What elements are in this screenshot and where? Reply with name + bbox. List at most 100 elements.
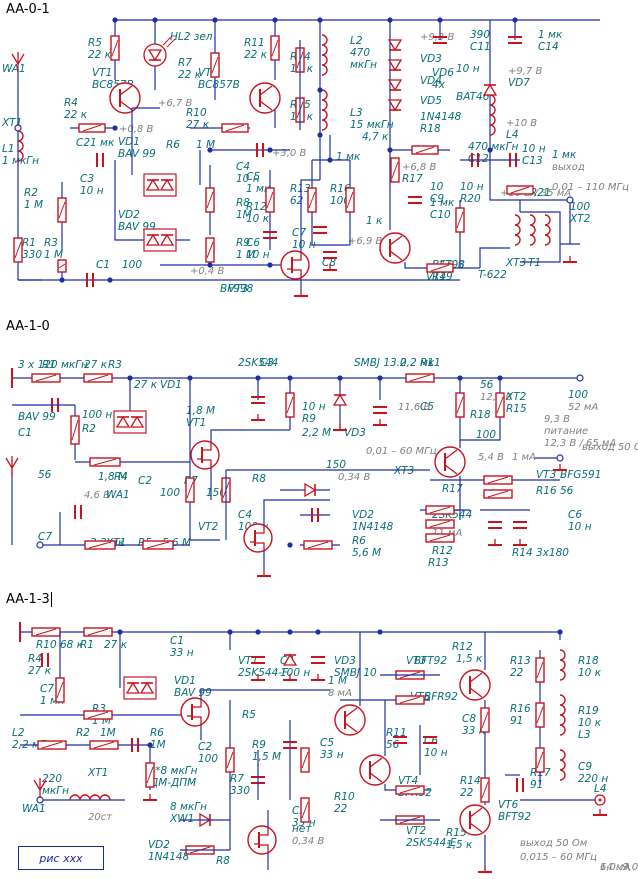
label-ref: R4 <box>28 653 42 665</box>
resistor-stroke <box>225 124 245 132</box>
label-val: 100 <box>198 753 218 765</box>
section-title-aa-1-0: AA-1-0 <box>6 319 50 334</box>
label-val: 33 н <box>170 647 194 659</box>
label-val: SMBJ 13.0 <box>354 357 407 369</box>
wire <box>263 499 330 525</box>
resistor-stroke <box>56 681 64 699</box>
label-val: 22 <box>334 803 348 815</box>
label-ref: R7 <box>230 773 244 785</box>
resistor-stroke <box>87 374 109 382</box>
resistor-stroke <box>481 711 489 729</box>
transistor-lead <box>259 100 273 111</box>
resistor-stroke <box>391 161 399 179</box>
label-ref: R13 <box>290 183 311 195</box>
fet-lead <box>202 459 212 468</box>
resistor-stroke <box>429 506 451 514</box>
label-ref: C6 <box>246 237 260 249</box>
resistor-stroke <box>409 374 431 382</box>
section-title-aa-0-1: AA-0-1 <box>6 2 50 17</box>
label-ref: VD2 <box>118 209 140 221</box>
label-ref: VT3 <box>406 655 426 667</box>
label-ref: R2 <box>24 187 38 199</box>
label-val: 2SK544-E <box>406 837 457 849</box>
label-ref: R8 <box>252 473 266 485</box>
label-val: 2,2 М <box>302 427 331 439</box>
label-val: BAT46 <box>456 91 490 103</box>
label-val: 10 н <box>236 173 260 185</box>
label-ref: R8 <box>236 197 250 209</box>
led-ray <box>162 36 172 46</box>
transistor-lead <box>469 822 483 833</box>
label-val: 27 к <box>84 359 108 371</box>
resistor-stroke <box>536 661 544 679</box>
terminal <box>576 374 584 382</box>
label-ref: L1 <box>2 143 15 155</box>
label-val: 68 к <box>60 639 84 651</box>
label-val: 22 к <box>244 49 268 61</box>
diode-symbol <box>125 681 141 694</box>
label-val: 56 <box>560 485 574 497</box>
node-dot <box>255 629 261 635</box>
resistor-stroke <box>415 146 435 154</box>
wire <box>300 179 320 252</box>
fet-lead <box>255 542 265 551</box>
resistor-stroke <box>71 419 79 441</box>
fet-symbol <box>180 697 210 727</box>
diode-symbol <box>282 653 298 666</box>
inductor-symbol <box>321 89 328 131</box>
label-ref: WA1 <box>106 489 130 501</box>
label-ref: C2 <box>138 475 152 487</box>
label-val: 1,5 к <box>456 653 483 665</box>
label-note: 9,3 В <box>544 414 570 425</box>
label-val: 56 <box>480 379 494 391</box>
terminal <box>36 541 44 549</box>
transistor-symbol <box>109 82 141 114</box>
label-note: +3,0 В <box>272 148 306 159</box>
label-val: 15 мкГн <box>350 119 394 131</box>
label-val: 1 мк <box>336 151 361 163</box>
label-ref: WA1 <box>2 63 26 75</box>
label-ref: XT2 <box>505 391 527 403</box>
label-ref: VT2 <box>406 825 427 837</box>
label-val: 10 н <box>456 63 480 75</box>
label-note: 6,0..9,0 В <box>600 862 638 873</box>
label-ref: R20 <box>460 193 481 205</box>
label-val: 1 мк <box>90 137 115 149</box>
label-ref: R4 <box>114 471 128 483</box>
label-val: 100 <box>476 429 496 441</box>
label-ref: VT6 <box>498 799 519 811</box>
diode-symbol <box>387 79 403 92</box>
diode-pair-box <box>123 676 157 700</box>
label-ref: R18 <box>420 123 441 135</box>
label-note: 0,34 В <box>338 472 370 483</box>
label-ref: C2 <box>198 741 212 753</box>
transistor-symbol <box>434 446 466 478</box>
node-dot <box>112 125 118 131</box>
label-ref: R3 <box>44 237 58 249</box>
resistor-stroke <box>430 264 450 272</box>
label-val: 1N4148 <box>148 851 190 863</box>
label-ref: L3 <box>350 107 363 119</box>
label-note: 20ст <box>88 812 113 823</box>
label-ref: L2 <box>12 727 25 739</box>
label-ref: VT1 <box>92 67 112 79</box>
label-val: 56 <box>386 739 400 751</box>
fet-symbol <box>280 250 310 280</box>
label-val: BFT92 <box>498 811 531 823</box>
label-note: 5,4 В <box>478 452 504 463</box>
coax-pin <box>598 798 602 802</box>
resistor-stroke <box>87 628 109 636</box>
resistor-stroke <box>93 458 117 466</box>
inductor-symbol <box>559 694 566 736</box>
resistor-stroke <box>226 751 234 769</box>
fet-lead <box>259 844 269 853</box>
label-val: 2SK544-F <box>238 667 289 679</box>
label-ref: C1 <box>170 635 184 647</box>
label-ref: R9 <box>252 739 266 751</box>
label-val: BAV 99 <box>18 411 56 423</box>
label-val: 1 мк <box>538 29 563 41</box>
label-ref: R3 <box>108 359 122 371</box>
inductor-symbol <box>544 214 551 246</box>
label-val: 91 <box>530 779 543 791</box>
label-val: BC857B <box>198 79 240 91</box>
